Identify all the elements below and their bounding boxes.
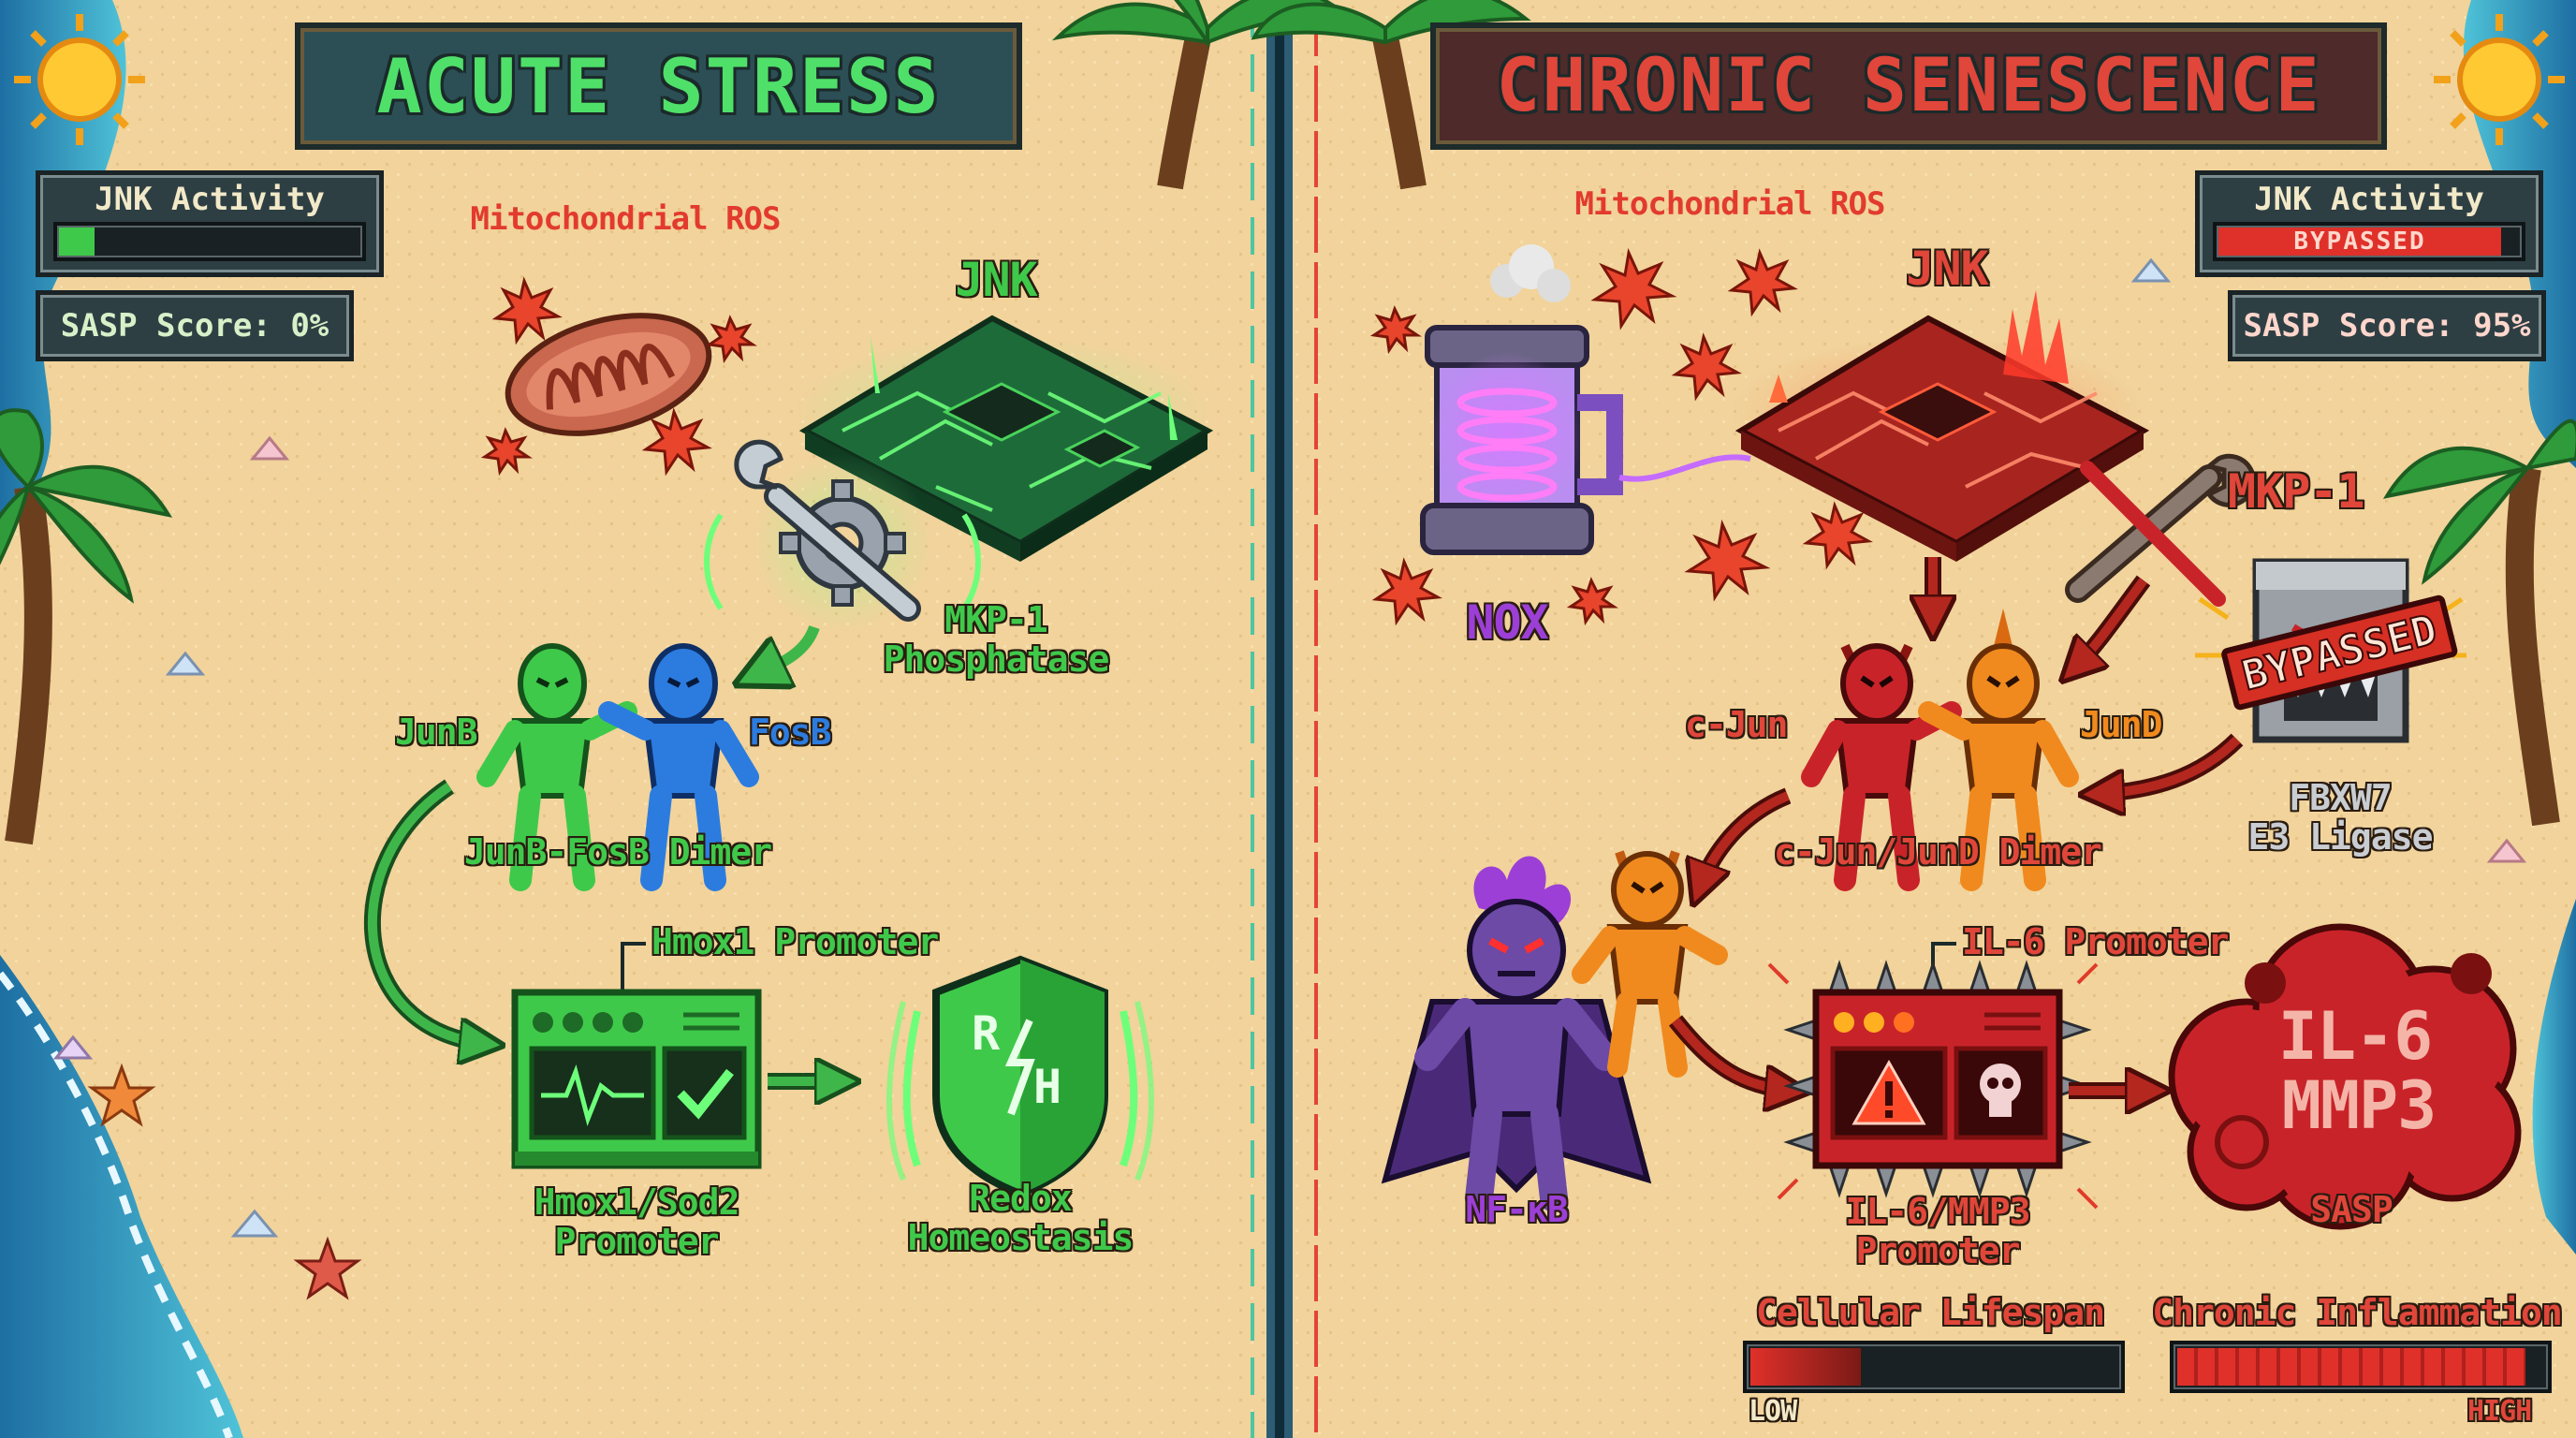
wrench-gear-icon xyxy=(704,439,981,632)
hud-jnk-bar-text-right: BYPASSED xyxy=(2293,227,2426,256)
arrow-dimer-to-promoter xyxy=(367,782,487,1044)
promoter-callout-left: Hmox1 Promoter xyxy=(651,921,939,962)
orange-minion-icon xyxy=(1572,850,1728,1078)
cjun-label: c-Jun xyxy=(1685,704,1788,745)
ros-label-left: Mitochondrial ROS xyxy=(470,200,782,238)
jnk-label-right: JNK xyxy=(1906,242,1988,296)
sasp-label: SASP xyxy=(2310,1189,2393,1230)
ros-label-right: Mitochondrial ROS xyxy=(1574,185,1886,223)
palm-tree-icon xyxy=(2382,418,2576,827)
inflammation-label: Chronic Inflammation xyxy=(2152,1292,2563,1333)
hud-sasp-text-right: SASP Score: 95% xyxy=(2243,307,2531,345)
jnk-label-left: JNK xyxy=(955,253,1037,307)
promoter-device-right xyxy=(1783,960,2092,1198)
wrench-crossed-icon xyxy=(2065,453,2256,607)
promoter-label-right-line2: Promoter xyxy=(1855,1230,2020,1271)
fosb-figure-icon xyxy=(598,643,759,891)
title-banner-right: CHRONIC SENESCENCE xyxy=(1430,22,2387,150)
hud-jnk-fill-left xyxy=(59,227,95,256)
inflammation-meter xyxy=(2170,1341,2552,1393)
inflammation-fill xyxy=(2177,1348,2525,1386)
ros-burst-icon xyxy=(480,276,757,477)
nox-label: NOX xyxy=(1466,595,1548,650)
lifespan-label: Cellular Lifespan xyxy=(1756,1292,2105,1333)
sun-icon xyxy=(2434,14,2565,145)
arrow-nfkb-to-promoter xyxy=(1672,1017,1793,1091)
promoter-label-left-line1: Hmox1/Sod2 xyxy=(534,1181,740,1223)
jund-figure-icon xyxy=(1918,609,2079,891)
fbxw7-label-line2: E3 Ligase xyxy=(2247,816,2434,858)
mkp1-label-right: MKP-1 xyxy=(2228,464,2365,519)
shield-letter-h: H xyxy=(1033,1060,1061,1114)
jnk-chip-right xyxy=(1732,290,2150,562)
arrow-mkp1-to-dimer xyxy=(2073,578,2148,669)
promoter-callout-line-left xyxy=(621,942,646,992)
hud-jnk-left: JNK Activity xyxy=(36,170,384,277)
seashell-icon xyxy=(230,1209,279,1238)
shield-label-line1: Redox xyxy=(969,1178,1072,1219)
dimer-label-right: c-Jun/JunD Dimer xyxy=(1773,831,2102,873)
fosb-label: FosB xyxy=(749,712,832,753)
seashell-icon xyxy=(249,435,290,461)
lifespan-fill xyxy=(1750,1348,1861,1386)
junb-label: JunB xyxy=(395,712,478,753)
title-right: CHRONIC SENESCENCE xyxy=(1496,44,2321,128)
dimer-label-left: JunB-FosB Dimer xyxy=(463,831,772,873)
sasp-cloud-line1: IL-6 xyxy=(2277,998,2434,1075)
ros-burst-icon xyxy=(1369,247,1873,626)
seashell-icon xyxy=(2130,257,2172,283)
lifespan-meter xyxy=(1743,1341,2125,1393)
nfkb-villain-icon xyxy=(1381,856,1652,1212)
hud-jnk-right: JNK Activity BYPASSED xyxy=(2195,170,2543,277)
hud-jnk-label-left: JNK Activity xyxy=(95,181,325,218)
arrow-fbxw7-to-dimer xyxy=(2097,736,2241,794)
shield-label-line2: Homeostasis xyxy=(907,1217,1134,1258)
starfish-icon xyxy=(293,1236,362,1300)
seashell-icon xyxy=(165,651,206,676)
jund-label: JunD xyxy=(2080,704,2163,745)
hud-sasp-right: SASP Score: 95% xyxy=(2228,290,2546,361)
mitochondrion-icon xyxy=(505,313,712,436)
sasp-cloud-line2: MMP3 xyxy=(2281,1067,2437,1144)
palm-tree-icon xyxy=(1251,0,1531,190)
inflammation-high-label: HIGH xyxy=(2467,1395,2532,1428)
hud-sasp-left: SASP Score: 0% xyxy=(36,290,354,361)
palm-tree-icon xyxy=(0,408,173,845)
promoter-label-right-line1: IL-6/MMP3 xyxy=(1845,1191,2031,1232)
nfkb-label: NF-κB xyxy=(1465,1189,1568,1230)
title-left: ACUTE STRESS xyxy=(376,42,941,130)
seashell-icon xyxy=(2486,838,2527,863)
promoter-label-left-line2: Promoter xyxy=(554,1221,719,1262)
hud-jnk-fill-right: BYPASSED xyxy=(2218,227,2501,256)
fbxw7-label-line1: FBXW7 xyxy=(2289,777,2392,818)
nox-reactor-icon xyxy=(1420,244,1751,555)
hud-jnk-label-right: JNK Activity xyxy=(2254,181,2484,218)
starfish-icon xyxy=(87,1063,156,1127)
hud-sasp-text-left: SASP Score: 0% xyxy=(60,307,329,345)
arrow-dimer-to-nfkb xyxy=(1699,791,1790,889)
shield-icon xyxy=(886,955,1154,1198)
hud-jnk-meter-right: BYPASSED xyxy=(2213,222,2525,261)
sun-icon xyxy=(14,14,145,145)
promoter-callout-right: IL-6 Promoter xyxy=(1962,921,2229,962)
seashell-icon xyxy=(52,1034,94,1060)
sasp-cloud-icon xyxy=(2168,923,2522,1230)
mkp1-label-left-line1: MKP-1 xyxy=(944,599,1047,640)
shield-letter-r: R xyxy=(972,1006,1000,1061)
mkp1-label-left-line2: Phosphatase xyxy=(883,638,1110,680)
hud-jnk-meter-left xyxy=(53,222,366,261)
alarm-lines xyxy=(1767,962,2099,1210)
sea-right-bottom xyxy=(2532,899,2576,1255)
arrow-mkp1-to-dimer xyxy=(754,624,820,676)
title-banner-left: ACUTE STRESS xyxy=(295,22,1022,150)
junb-figure-icon xyxy=(476,643,637,891)
lifespan-low-label: LOW xyxy=(1749,1395,1797,1428)
wave-foam-left xyxy=(0,971,233,1438)
promoter-device-left xyxy=(511,989,762,1169)
